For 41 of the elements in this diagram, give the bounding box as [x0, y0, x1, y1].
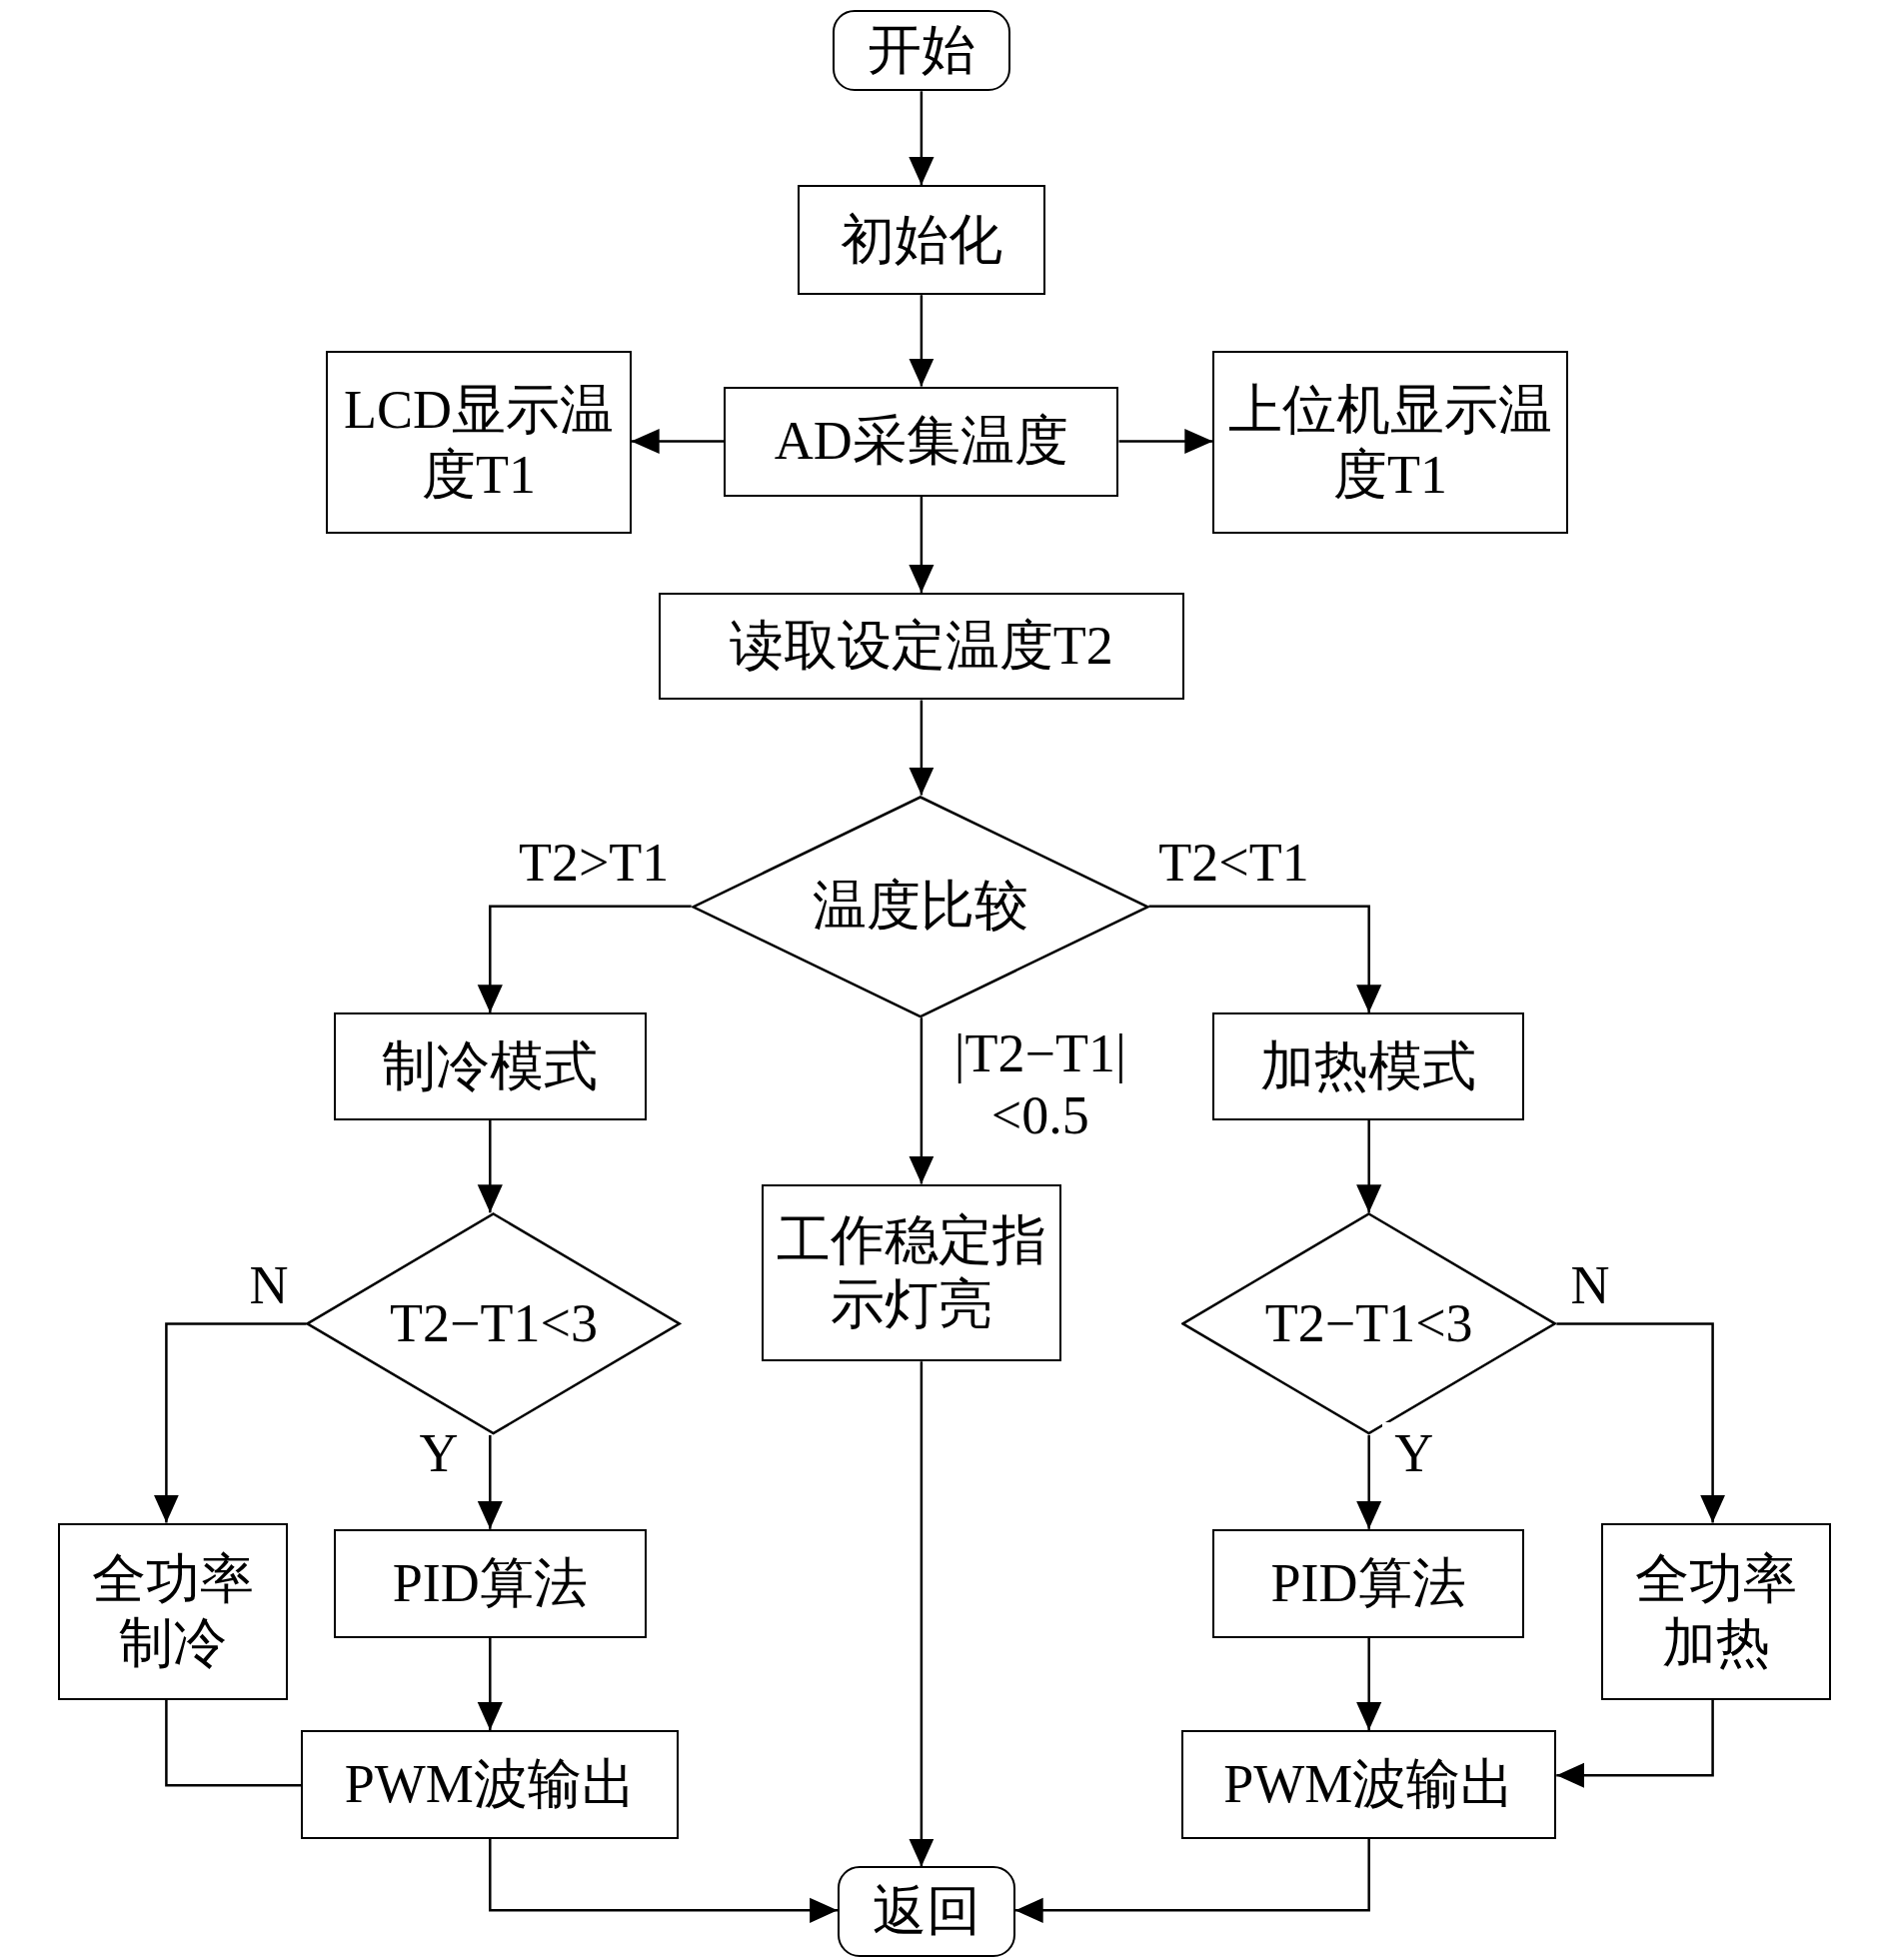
terminal-box: 返回	[838, 1866, 1015, 1957]
arrow	[1148, 905, 1382, 1013]
process-box: 全功率制冷	[57, 1522, 288, 1701]
arrow	[909, 1361, 935, 1867]
process-box: PWM波输出	[301, 1730, 680, 1839]
arrow	[909, 295, 935, 387]
process-box: PID算法	[1212, 1528, 1524, 1638]
arrow	[477, 1637, 503, 1731]
arrow	[909, 1017, 935, 1184]
arrow	[909, 496, 935, 593]
arrow	[631, 428, 725, 455]
connector-line	[165, 1700, 302, 1787]
process-box: 全功率加热	[1601, 1522, 1832, 1701]
decision-text: T2−T1<3	[390, 1292, 598, 1356]
arrow	[909, 700, 935, 796]
process-box: 初始化	[798, 185, 1045, 296]
terminal-box: 开始	[833, 10, 1010, 92]
arrow	[153, 1322, 307, 1523]
arrow	[477, 1434, 503, 1529]
process-box: PWM波输出	[1181, 1730, 1557, 1839]
arrow	[1556, 1322, 1726, 1523]
arrow	[1118, 428, 1213, 455]
decision-text: 温度比较	[812, 875, 1028, 939]
arrow	[1556, 1700, 1714, 1788]
decision-text: T2−T1<3	[1264, 1292, 1473, 1356]
process-box: 工作稳定指示灯亮	[761, 1183, 1061, 1362]
arrow	[1014, 1839, 1370, 1923]
process-box: LCD显示温度T1	[326, 351, 632, 535]
arrow	[477, 905, 692, 1013]
process-box: 制冷模式	[333, 1012, 647, 1120]
process-box: AD采集温度	[724, 386, 1119, 497]
arrow	[489, 1839, 839, 1923]
process-box: 读取设定温度T2	[659, 592, 1184, 701]
process-box: 上位机显示温度T1	[1212, 351, 1568, 535]
arrow	[1356, 1637, 1382, 1731]
arrow	[1356, 1434, 1382, 1529]
arrow	[477, 1119, 503, 1213]
process-box: PID算法	[333, 1528, 647, 1638]
arrow	[909, 91, 935, 186]
arrow	[1356, 1119, 1382, 1213]
process-box: 加热模式	[1212, 1012, 1524, 1120]
